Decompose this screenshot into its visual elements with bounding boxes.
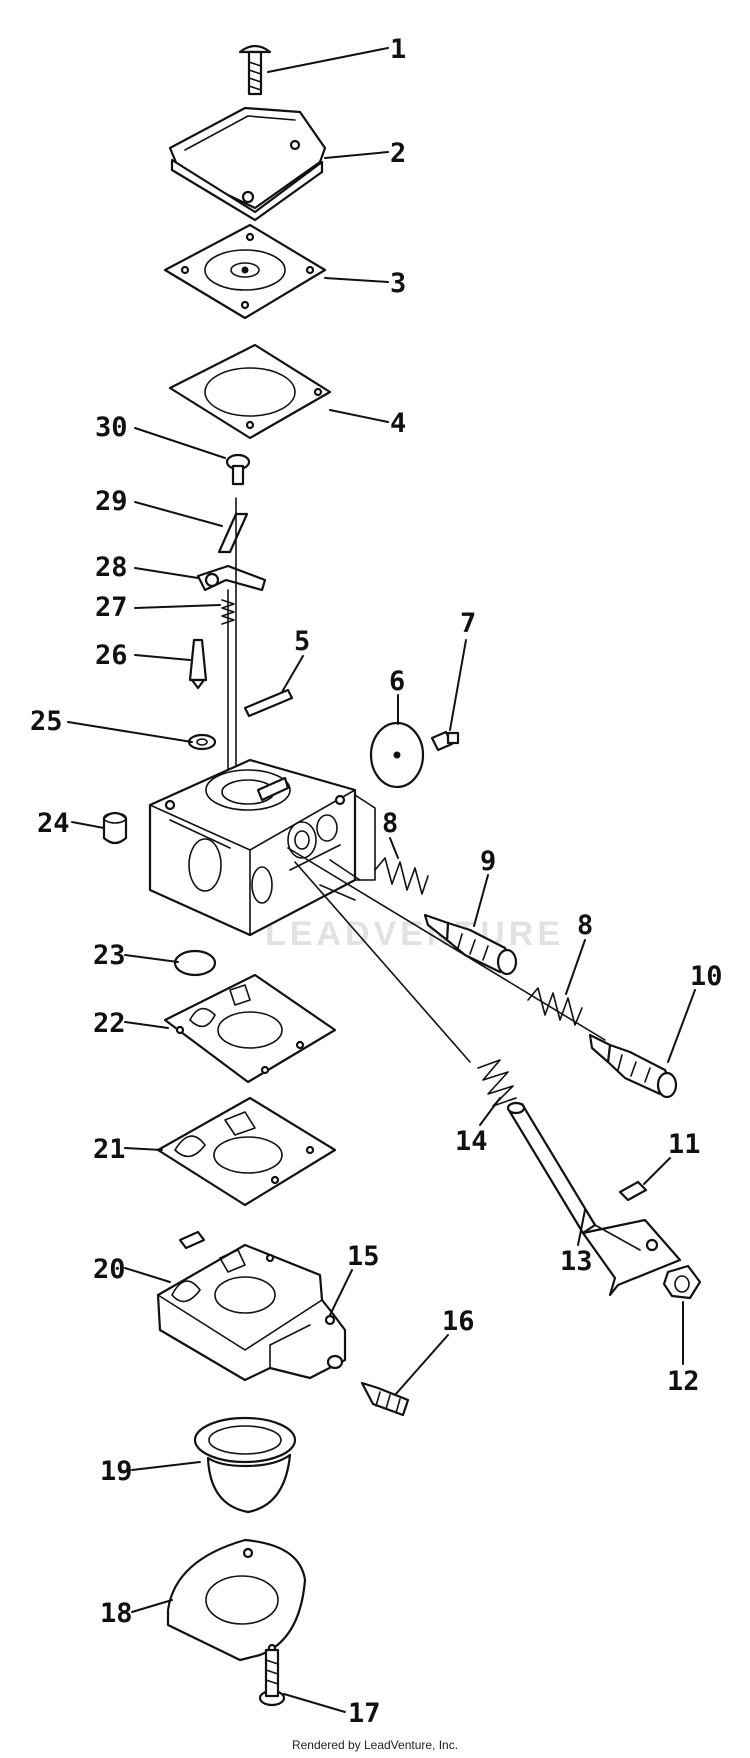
- part-8-spring-lower: [527, 987, 583, 1026]
- part-7-screw: [430, 730, 460, 752]
- callout-23: 23: [93, 940, 126, 971]
- callout-17: 17: [348, 1698, 381, 1729]
- callout-25: 25: [30, 706, 63, 737]
- part-3-diaphragm: [163, 223, 327, 320]
- callout-2: 2: [390, 138, 406, 169]
- part-24-cap: [102, 811, 128, 845]
- part-28-lever: [196, 564, 267, 592]
- part-13-shaft: [506, 1101, 682, 1297]
- callout-19: 19: [100, 1456, 133, 1487]
- part-29-pin: [217, 512, 249, 554]
- callout-30: 30: [95, 412, 128, 443]
- callout-20: 20: [93, 1254, 126, 1285]
- callout-10: 10: [690, 961, 723, 992]
- callout-6: 6: [389, 666, 405, 697]
- callout-3: 3: [390, 268, 406, 299]
- assembly-axis-line-2: [294, 861, 471, 1063]
- callout-24: 24: [37, 808, 70, 839]
- part-22-plate: [163, 973, 337, 1084]
- callout-18: 18: [100, 1598, 133, 1629]
- part-20-pump-body: [156, 1230, 347, 1382]
- part-19-primer-bulb: [193, 1416, 297, 1514]
- part-21-plate: [156, 1096, 337, 1207]
- part-10-screw: [588, 1033, 678, 1099]
- callout-13: 13: [560, 1246, 593, 1277]
- part-2-cover: [168, 106, 327, 222]
- callout-11: 11: [668, 1129, 701, 1160]
- part-12-nut: [662, 1264, 702, 1300]
- watermark: LEADVENTURE: [265, 915, 564, 953]
- part-23-button: [173, 949, 217, 977]
- part-18-base-plate: [166, 1538, 307, 1662]
- callout-7: 7: [460, 608, 476, 639]
- callout-5: 5: [294, 626, 310, 657]
- callout-1: 1: [390, 34, 406, 65]
- part-11-clip: [618, 1180, 648, 1202]
- part-16-screw: [360, 1381, 410, 1417]
- callout-15: 15: [347, 1241, 380, 1272]
- callout-26: 26: [95, 640, 128, 671]
- callout-8b: 8: [577, 910, 593, 941]
- part-27-spring: [221, 599, 235, 625]
- callout-numbers: 1 2 3 4 5 6 7 8 9 8 10 11 12 13 14 15 16…: [30, 34, 723, 1729]
- part-6-disc: [369, 721, 425, 789]
- callout-22: 22: [93, 1008, 126, 1039]
- leader-lines: [67, 47, 696, 1713]
- callout-16: 16: [442, 1306, 475, 1337]
- part-5-pin: [243, 688, 294, 718]
- callout-14: 14: [455, 1126, 488, 1157]
- callout-28: 28: [95, 552, 128, 583]
- callout-29: 29: [95, 486, 128, 517]
- part-26-needle: [188, 638, 208, 690]
- part-9-screw: [423, 913, 518, 976]
- footer-credit: Rendered by LeadVenture, Inc.: [291, 1738, 459, 1752]
- part-30-screw: [225, 453, 251, 486]
- part-4-gasket: [168, 343, 332, 440]
- callout-8a: 8: [382, 808, 398, 839]
- callout-21: 21: [93, 1134, 126, 1165]
- callout-12: 12: [667, 1366, 700, 1397]
- callout-4: 4: [390, 408, 406, 439]
- part-14-spring: [477, 1059, 517, 1107]
- part-1-screw: [238, 44, 272, 96]
- part-17-screw: [258, 1648, 286, 1707]
- callout-9: 9: [480, 846, 496, 877]
- assembly-axis-line: [287, 847, 606, 1041]
- carburetor-body: [148, 758, 376, 937]
- part-8-spring-upper: [374, 857, 429, 895]
- callout-27: 27: [95, 592, 128, 623]
